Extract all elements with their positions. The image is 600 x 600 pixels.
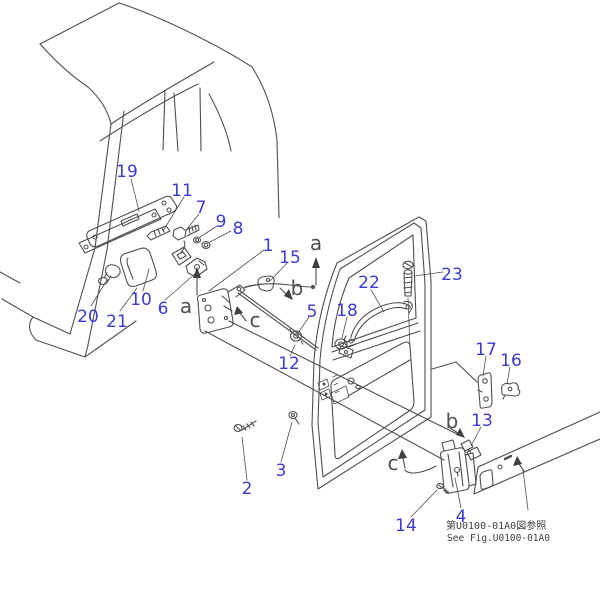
part-callout-14[interactable]: 14: [395, 516, 417, 536]
bracket-17: [477, 372, 493, 409]
part-callout-12[interactable]: 12: [278, 354, 300, 374]
striker-6: [185, 257, 208, 278]
part-callout-8[interactable]: 8: [233, 219, 244, 239]
callout-arrows: [193, 257, 525, 474]
part-callout-18[interactable]: 18: [336, 301, 358, 321]
right-hardware: [431, 361, 600, 495]
door-fittings: [334, 260, 414, 359]
part-callout-7[interactable]: 7: [196, 198, 207, 218]
callout-letter-c-upper: c: [250, 308, 261, 332]
part-callout-9[interactable]: 9: [216, 212, 227, 232]
part-callout-4[interactable]: 4: [456, 507, 467, 527]
reference-note-jp: 第U0100-01A0図参照: [446, 519, 546, 532]
part-callout-6[interactable]: 6: [158, 299, 169, 319]
cover-10: [119, 247, 158, 288]
washer-8: [201, 240, 211, 250]
part-callout-13[interactable]: 13: [471, 411, 493, 431]
grab-handle-22: [350, 302, 409, 338]
screw-3: [288, 410, 298, 420]
part-callout-23[interactable]: 23: [441, 265, 463, 285]
leader-lines: [90, 178, 529, 518]
part-callout-2[interactable]: 2: [242, 479, 253, 499]
lock-mount-plate-group: [78, 195, 211, 288]
part-callout-22[interactable]: 22: [358, 273, 380, 293]
callout-letter-c-lower: c: [388, 451, 399, 475]
bolt-7: [172, 226, 187, 241]
callout-letter-a-upper: a: [310, 231, 322, 255]
connection-letters: a a b b c c: [180, 231, 458, 475]
part-callout-5[interactable]: 5: [307, 302, 318, 322]
part-callouts: 1 2 3 4 5 6 7 8 9 10 11 12 13 14 15 16 1…: [77, 162, 522, 536]
callout-letter-b-upper: b: [291, 276, 304, 300]
part-callout-11[interactable]: 11: [171, 181, 193, 201]
clamp-15: [257, 275, 275, 292]
part-callout-3[interactable]: 3: [276, 461, 287, 481]
grommet-5: [289, 330, 303, 342]
sill-strip: [473, 411, 600, 495]
washer-9: [192, 236, 202, 244]
pin-11: [146, 225, 171, 241]
rod-b: [228, 320, 458, 435]
part-callout-10[interactable]: 10: [130, 290, 152, 310]
rod-12: [237, 290, 319, 351]
part-callout-21[interactable]: 21: [106, 312, 128, 332]
clip-16: [501, 382, 521, 397]
part-callout-20[interactable]: 20: [77, 307, 99, 327]
reference-note-en: See Fig.U0100-01A0: [447, 533, 550, 544]
reference-note: 第U0100-01A0図参照 See Fig.U0100-01A0: [446, 519, 550, 544]
grommet-18: [334, 338, 348, 350]
outer-handle-4: [439, 447, 470, 494]
backing-plate-21: [78, 208, 162, 254]
part-callout-17[interactable]: 17: [475, 340, 497, 360]
rod-c: [204, 330, 445, 461]
screw-14: [436, 482, 444, 490]
mounting-screws: [233, 410, 300, 433]
part-callout-15[interactable]: 15: [279, 248, 301, 268]
bolt-23: [402, 260, 414, 270]
screw-2: [233, 423, 243, 433]
part-callout-19[interactable]: 19: [116, 162, 138, 182]
part-callout-1[interactable]: 1: [263, 236, 274, 256]
striker-plate: [171, 246, 192, 266]
door-panel: [311, 216, 432, 490]
door-lock-assembly: [196, 275, 458, 461]
part-callout-16[interactable]: 16: [500, 351, 522, 371]
callout-letter-b-lower: b: [446, 409, 459, 433]
callout-letter-a-lower: a: [180, 294, 192, 318]
